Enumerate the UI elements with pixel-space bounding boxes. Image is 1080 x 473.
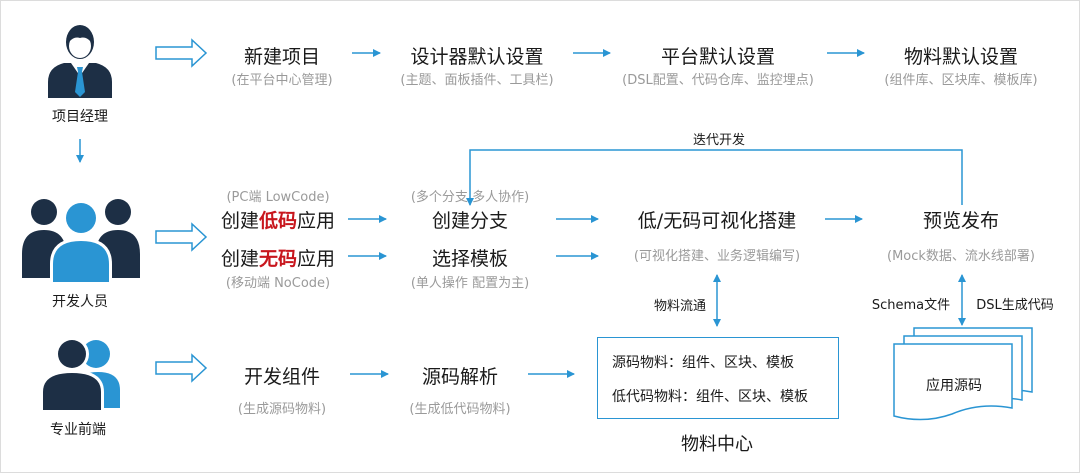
lowcode-material-line: 低代码物料：组件、区块、模板	[612, 389, 808, 405]
material-center-box: 源码物料：组件、区块、模板 低代码物料：组件、区块、模板	[597, 337, 839, 419]
frontend-dev-icon	[40, 338, 120, 410]
create-lowcode-app: 创建低码应用	[220, 210, 336, 232]
step-material-defaults-note: (组件库、区块库、模板库)	[884, 73, 1038, 88]
select-template: 选择模板	[431, 248, 508, 270]
step-designer-defaults: 设计器默认设置	[410, 46, 544, 68]
app-source-label: 应用源码	[926, 378, 982, 394]
source-parse-note: (生成低代码物料)	[409, 402, 511, 417]
preview-publish-note: (Mock数据、流水线部署)	[887, 249, 1035, 264]
step-platform-defaults-note: (DSL配置、代码仓库、监控埋点)	[622, 73, 814, 88]
step-designer-defaults-note: (主题、面板插件、工具栏)	[400, 73, 554, 88]
project-manager-icon	[48, 25, 112, 98]
source-parse: 源码解析	[421, 366, 498, 388]
dsl-codegen-label: DSL生成代码	[976, 298, 1054, 313]
step-new-project: 新建项目	[243, 46, 320, 68]
preview-publish: 预览发布	[922, 210, 999, 232]
developer-team-icon	[22, 199, 140, 282]
role-developer: 开发人员	[52, 294, 108, 310]
material-center-caption: 物料中心	[681, 434, 753, 455]
document-stack-icon	[893, 327, 1033, 421]
develop-component: 开发组件	[243, 366, 320, 388]
create-nocode-app: 创建无码应用	[220, 248, 336, 270]
role-project-manager: 项目经理	[52, 109, 108, 125]
branch-note: (多个分支 多人协作)	[410, 190, 530, 205]
role-frontend: 专业前端	[50, 422, 106, 438]
material-flow-label: 物料流通	[653, 299, 706, 314]
pc-lowcode-note: (PC端 LowCode)	[226, 190, 330, 205]
visual-build-note: (可视化搭建、业务逻辑编写)	[633, 249, 801, 264]
template-note: (单人操作 配置为主)	[410, 276, 530, 291]
step-new-project-note: (在平台中心管理)	[231, 73, 333, 88]
step-material-defaults: 物料默认设置	[903, 46, 1018, 68]
step-platform-defaults: 平台默认设置	[660, 46, 775, 68]
iterate-label: 迭代开发	[692, 133, 745, 148]
source-material-line: 源码物料：组件、区块、模板	[612, 355, 794, 371]
mobile-nocode-note: (移动端 NoCode)	[225, 276, 331, 291]
develop-component-note: (生成源码物料)	[237, 402, 327, 417]
visual-build: 低/无码可视化搭建	[637, 210, 797, 232]
schema-file-label: Schema文件	[871, 298, 951, 313]
create-branch: 创建分支	[431, 210, 508, 232]
